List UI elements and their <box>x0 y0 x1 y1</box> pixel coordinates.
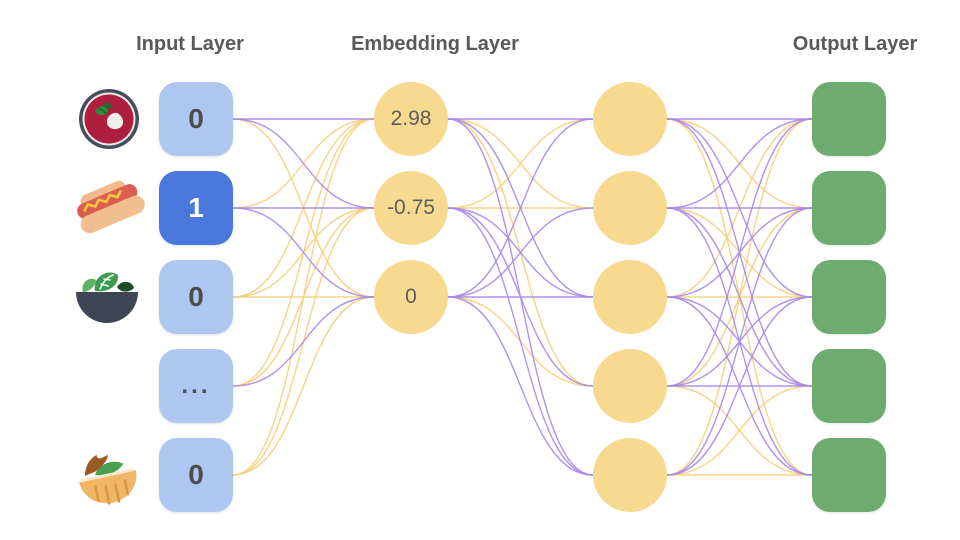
pita-wrap-icon <box>79 454 137 505</box>
input-node-1-value: 1 <box>188 192 204 223</box>
input-node-3: ... <box>159 349 233 423</box>
output-node-0 <box>812 82 886 156</box>
edge-in-emb-0-1 <box>232 118 375 209</box>
edge-hid-out-1-0 <box>666 118 813 209</box>
embedding-node-1-value: -0.75 <box>387 196 435 219</box>
embedding-node-2-value: 0 <box>405 285 417 308</box>
edge-hid-out-1-3 <box>666 207 813 387</box>
hidden-node-4 <box>593 438 667 512</box>
edge-in-emb-1-2 <box>232 207 375 298</box>
output-node-1 <box>812 171 886 245</box>
input-layer-title: Input Layer <box>136 33 244 55</box>
edge-emb-hid-2-4 <box>447 296 594 476</box>
edge-hid-out-4-3 <box>666 385 813 476</box>
input-node-0: 0 <box>159 82 233 156</box>
edge-emb-hid-2-1 <box>447 207 594 298</box>
embedding-node-1: -0.75 <box>374 171 448 245</box>
input-node-4-value: 0 <box>188 459 204 490</box>
output-layer-title: Output Layer <box>792 33 918 55</box>
edge-hid-out-3-0 <box>666 118 813 387</box>
edge-emb-hid-1-0 <box>447 118 594 209</box>
input-node-2: 0 <box>159 260 233 334</box>
input-node-3-value: ... <box>181 372 211 399</box>
embedding-layer-title: Embedding Layer <box>351 33 519 55</box>
hidden-node-1 <box>593 171 667 245</box>
edge-emb-hid-1-4 <box>447 207 594 476</box>
input-node-0-value: 0 <box>188 103 204 134</box>
output-node-2 <box>812 260 886 334</box>
embedding-node-2: 0 <box>374 260 448 334</box>
salad-bowl-icon <box>76 272 138 323</box>
edge-hid-out-4-2 <box>666 296 813 476</box>
hidden-node-3 <box>593 349 667 423</box>
input-node-4: 0 <box>159 438 233 512</box>
embedding-node-0: 2.98 <box>374 82 448 156</box>
edge-emb-hid-2-0 <box>447 118 594 298</box>
hot-dog-icon <box>77 180 145 234</box>
edge-in-emb-4-0 <box>232 118 375 476</box>
output-node-3 <box>812 349 886 423</box>
embedding-node-0-value: 2.98 <box>390 107 432 130</box>
input-node-1: 1 <box>159 171 233 245</box>
edge-in-emb-3-2 <box>232 296 375 387</box>
edge-hid-out-4-1 <box>666 207 813 476</box>
hidden-node-0 <box>593 82 667 156</box>
input-node-2-value: 0 <box>188 281 204 312</box>
borscht-soup-icon <box>79 89 139 149</box>
output-node-4 <box>812 438 886 512</box>
hidden-node-2 <box>593 260 667 334</box>
edge-in-emb-4-2 <box>232 296 375 476</box>
